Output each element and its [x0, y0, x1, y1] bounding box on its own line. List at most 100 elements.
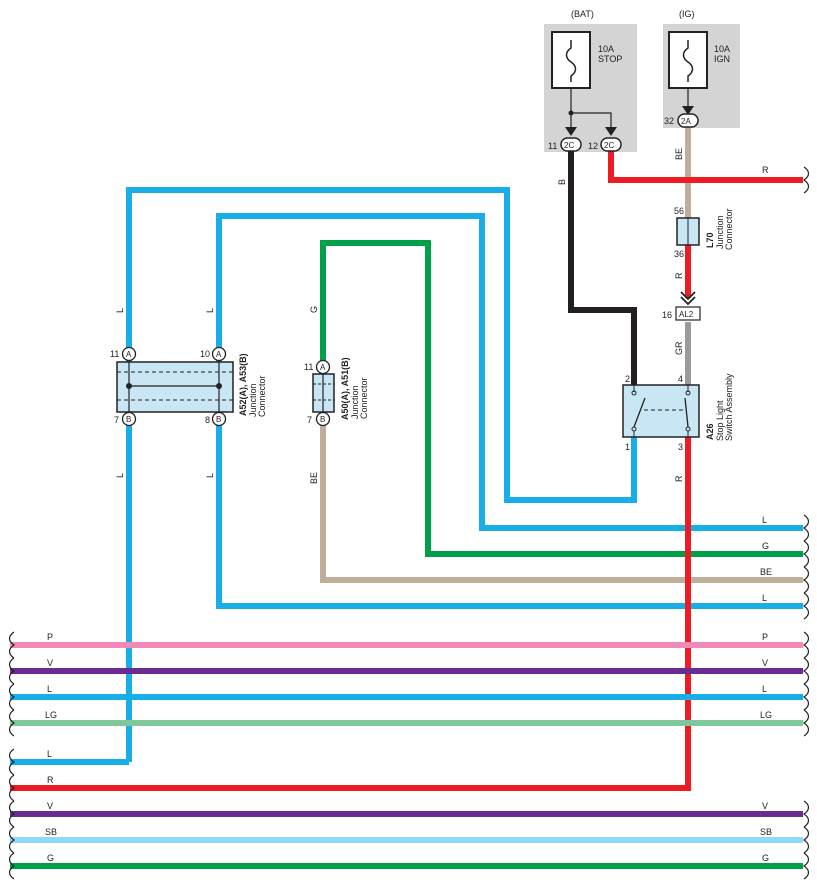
wire-l-inner-loop: [216, 213, 803, 531]
wire-label-g-a50: G: [309, 306, 319, 313]
wire-label-v-right-1: V: [762, 658, 768, 668]
wire-be-lower: [320, 420, 803, 583]
a50-terminal-11-letter: A: [320, 363, 326, 372]
pin-12-2c: 12: [588, 141, 598, 151]
l70-code: L70: [705, 232, 715, 248]
wire-g-loop: [320, 240, 803, 557]
arrow-2c-11: [565, 127, 577, 136]
wire-label-be-ign: BE: [674, 148, 684, 160]
a26-contact-2: [631, 390, 637, 396]
a26-pin-1: 1: [625, 442, 630, 452]
a26-pin-3: 3: [678, 442, 683, 452]
wire-label-l-right-2: L: [762, 593, 767, 603]
a52-dot-left: [126, 383, 132, 389]
wire-label-r-l70: R: [674, 272, 684, 279]
a52-terminal-10: [211, 346, 227, 362]
al2-pin-16: 16: [662, 310, 672, 320]
al2-connector: [675, 306, 701, 321]
a52-terminal-8-letter: B: [216, 415, 221, 424]
a50-name1: Junction: [350, 385, 360, 419]
wire-l-lower: [216, 420, 803, 609]
wire-label-lg-left: LG: [45, 710, 57, 720]
a50-terminal-7: [315, 411, 331, 427]
a26-pin-2: 2: [625, 374, 630, 384]
a50-code: A50(A), A51(B): [340, 357, 350, 420]
a50-terminal-11: [315, 359, 331, 375]
terminal-2a-label: 2A: [681, 117, 691, 126]
a26-name1: Stop Light: [715, 400, 725, 441]
wire-label-l-left-2: L: [47, 749, 52, 759]
a52-code: A52(A), A53(B): [238, 353, 248, 416]
wire-label-sb-left: SB: [45, 827, 57, 837]
ign-fuse-rating: 10A: [714, 44, 730, 54]
ign-fuse-name: IGN: [714, 54, 730, 64]
terminal-2c-11-label: 2C: [564, 141, 574, 150]
terminal-2a: [677, 113, 699, 128]
l70-name1: Junction: [715, 215, 725, 249]
ig-label: (IG): [679, 9, 695, 19]
l70-name2: Connector: [724, 208, 734, 250]
a52-pin-8: 8: [205, 415, 210, 425]
a52-pin-7: 7: [114, 415, 119, 425]
wire-r-top: [608, 150, 803, 183]
a52-pin-11: 11: [110, 349, 119, 359]
left-break-marks: [8, 631, 16, 880]
a52-terminal-10-letter: A: [216, 350, 222, 359]
terminal-2c-12-label: 2C: [604, 141, 614, 150]
pin-11-2c: 11: [548, 141, 557, 151]
ign-fuse-symbol: [682, 40, 694, 82]
terminal-2c-11: [560, 137, 582, 152]
stop-fuse-symbol: [565, 40, 577, 82]
wire-label-g-right-2: G: [762, 853, 769, 863]
a52-name2: Connector: [257, 375, 267, 417]
wire-label-gr: GR: [674, 341, 684, 355]
a26-blade-left: [633, 397, 646, 428]
a52-terminal-11: [121, 346, 137, 362]
wire-label-g-left: G: [47, 853, 54, 863]
wire-label-g-right: G: [762, 541, 769, 551]
wire-label-l-a52-bottom-left: L: [115, 473, 125, 478]
wire-label-l-right-3: L: [762, 684, 767, 694]
wire-label-l-left-1: L: [47, 684, 52, 694]
wire-r-bottom: [10, 437, 691, 791]
wire-label-p-left: P: [47, 632, 53, 642]
al2-label: AL2: [679, 310, 694, 319]
bat-label: (BAT): [571, 9, 594, 19]
stop-branch-wire: [571, 112, 612, 130]
arrow-2c-12: [605, 127, 617, 136]
wire-l-outer-loop: [126, 187, 637, 762]
a52-name1: Junction: [248, 383, 258, 417]
wire-b-stop: [568, 150, 637, 385]
wire-label-r-top: R: [762, 165, 769, 175]
wire-label-be-a50: BE: [309, 472, 319, 484]
l70-pin-56: 56: [674, 206, 684, 216]
a50-pin-11: 11: [304, 362, 313, 372]
stop-fuse-rating: 10A: [598, 44, 614, 54]
a52-dot-right: [216, 383, 222, 389]
terminal-2c-12: [600, 137, 622, 152]
a52-terminal-11-letter: A: [126, 350, 132, 359]
wire-label-v-left-1: V: [47, 658, 53, 668]
a52-terminal-8: [211, 411, 227, 427]
wire-label-be-right: BE: [760, 567, 772, 577]
wire-label-r-a26: R: [674, 475, 684, 482]
a26-switch: [622, 384, 700, 438]
wire-label-v-right-2: V: [762, 801, 768, 811]
al2-chevron-icon: [680, 291, 696, 306]
a50-terminal-7-letter: B: [320, 415, 325, 424]
right-break-marks: [802, 166, 810, 880]
arrow-2a: [682, 106, 694, 115]
wire-label-sb-right: SB: [760, 827, 772, 837]
wire-label-p-right: P: [762, 632, 768, 642]
wire-label-l-a52-top-right: L: [205, 308, 215, 313]
a26-code: A26: [705, 423, 715, 440]
a52-pin-10: 10: [200, 349, 210, 359]
a50-pin-7: 7: [307, 415, 312, 425]
wire-label-l-a52-bottom-right: L: [205, 473, 215, 478]
a52-terminal-7: [121, 411, 137, 427]
wire-label-lg-right: LG: [760, 710, 772, 720]
pin-32-2a: 32: [664, 116, 674, 126]
wire-label-r-left: R: [47, 775, 54, 785]
